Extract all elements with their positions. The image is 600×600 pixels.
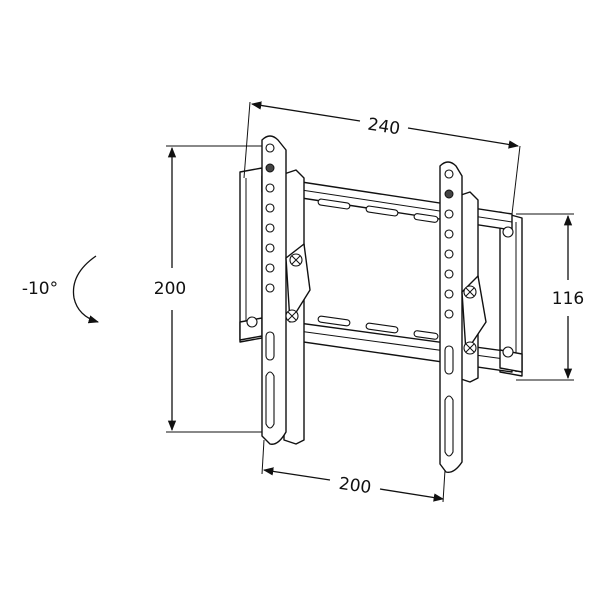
tilt-label: -10° (22, 279, 58, 299)
dimension-bottom-width: 200 (261, 439, 446, 503)
left-vertical-arm (246, 135, 311, 445)
right-vertical-arm (439, 161, 514, 473)
dimension-left-height: 200 (154, 145, 262, 433)
dimension-right-depth: 116 (516, 213, 584, 381)
top-width-label: 240 (366, 115, 401, 140)
right-depth-label: 116 (552, 289, 584, 309)
tilt-arrow-icon (72, 255, 99, 324)
left-height-label: 200 (154, 279, 186, 299)
tilt-indicator: -10° (22, 255, 99, 324)
bottom-width-label: 200 (338, 474, 373, 498)
